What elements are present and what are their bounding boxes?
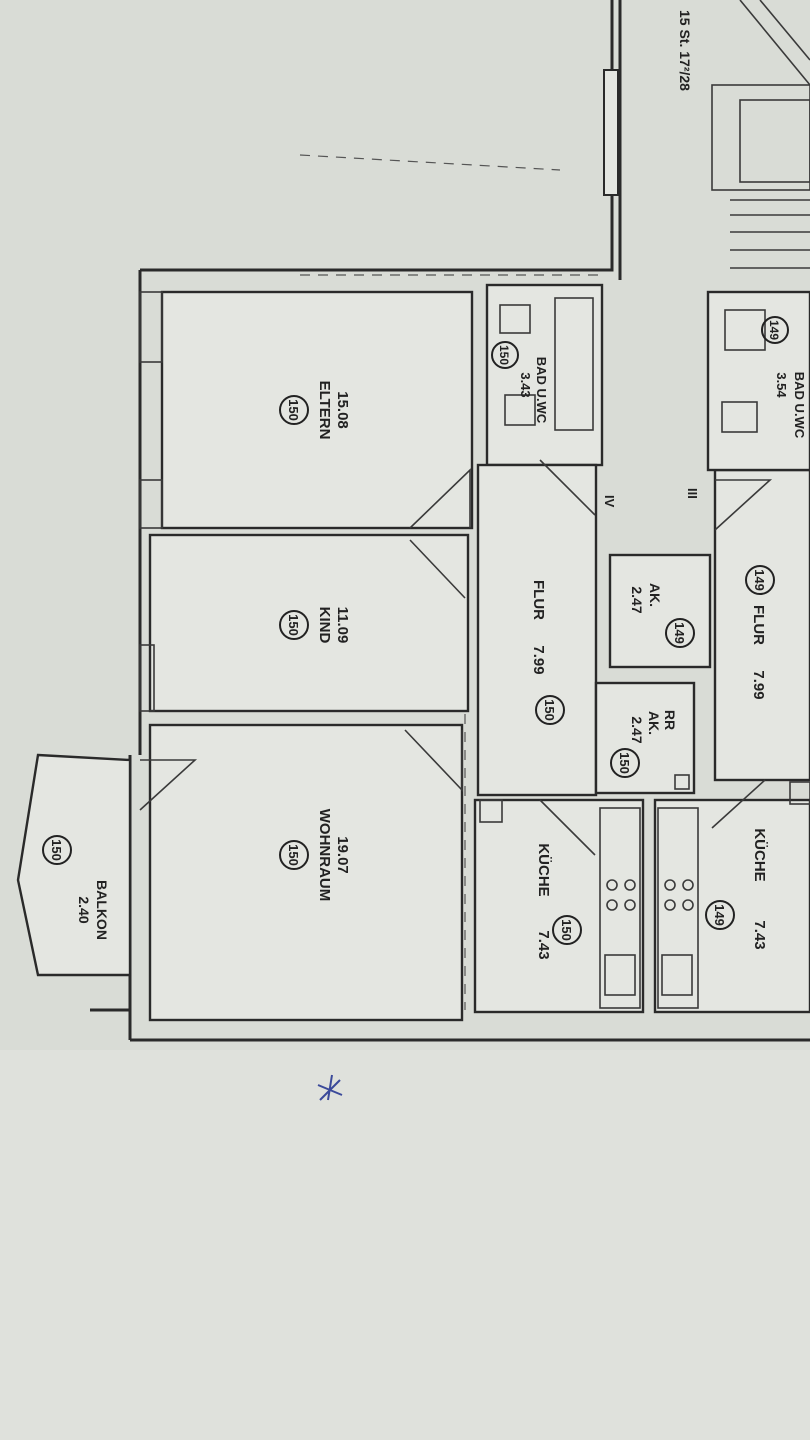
- room-area: 7.43: [751, 920, 768, 949]
- room-area: 7.43: [535, 930, 552, 959]
- bathtub: [554, 297, 594, 431]
- room-name: BAD U.WC: [792, 372, 807, 439]
- unit-number: 150: [497, 345, 511, 365]
- kitchen-counter: [657, 807, 699, 1009]
- unit-number: 150: [559, 919, 574, 941]
- label-ak-149: 149 AK. 2.47: [629, 583, 695, 648]
- room-name: WOHNRAUM: [316, 809, 333, 901]
- room-kueche-149: [653, 798, 810, 1014]
- pen-mark: [317, 1074, 343, 1101]
- room-name: ELTERN: [316, 381, 333, 440]
- label-wohnraum: 150 WOHNRAUM 19.07: [279, 809, 351, 901]
- room-name: KÜCHE: [751, 828, 768, 881]
- unit-number: 150: [286, 399, 301, 421]
- construction-line: [299, 154, 561, 171]
- room-wohnraum: [148, 723, 464, 1022]
- room-flur-150: [476, 463, 598, 797]
- room-area: 7.99: [750, 670, 767, 699]
- label-kueche-150: 150 KÜCHE 7.43: [535, 843, 582, 960]
- label-kind: 150 KIND 11.09: [279, 607, 351, 644]
- door-swings: [139, 459, 773, 856]
- unit-number: 150: [49, 839, 64, 861]
- room-name: KÜCHE: [535, 843, 552, 896]
- label-ak-150: 150 RR AK. 2.47: [610, 710, 678, 778]
- rr-label: RR: [662, 710, 678, 730]
- room-area: 3.43: [518, 372, 533, 397]
- room-name: BALKON: [94, 880, 110, 940]
- room-area: 11.09: [334, 607, 351, 644]
- room-area: 15.08: [334, 391, 351, 429]
- label-flur-149: 149 FLUR 7.99: [745, 565, 775, 700]
- label-eltern: 150 ELTERN 15.08: [279, 381, 351, 440]
- unit-number: 149: [672, 622, 687, 644]
- label-kueche-149: 149 KÜCHE 7.43: [705, 828, 768, 950]
- unit-number: 149: [767, 320, 781, 340]
- toilet: [724, 309, 766, 351]
- unit-number: 150: [286, 614, 301, 636]
- room-kind: [148, 533, 470, 713]
- unit-number: 150: [286, 844, 301, 866]
- room-name: AK.: [647, 583, 663, 607]
- room-area: 7.99: [530, 645, 547, 674]
- room-area: 2.47: [629, 716, 645, 743]
- room-name: KIND: [316, 607, 333, 644]
- room-area: 3.54: [774, 372, 789, 398]
- sink: [504, 394, 536, 426]
- label-flur-150: 150 FLUR 7.99: [530, 580, 565, 725]
- wall-marker-iii: III: [685, 488, 700, 499]
- wall-marker-iv: IV: [602, 495, 617, 508]
- unit-number: 150: [542, 699, 557, 721]
- room-balkon: [16, 753, 132, 977]
- room-area: 19.07: [334, 836, 351, 874]
- unit-number: 149: [752, 569, 767, 591]
- unit-number: 150: [617, 752, 632, 774]
- label-bad-149: 149 BAD U.WC 3.54: [761, 316, 807, 439]
- room-name: BAD U.WC: [534, 357, 549, 424]
- staircase: [711, 0, 810, 269]
- room-name: FLUR: [750, 605, 767, 645]
- label-balkon: 150 BALKON 2.40: [42, 835, 110, 940]
- label-bad-150: 150 BAD U.WC 3.43: [491, 341, 549, 424]
- room-area: 2.40: [76, 896, 92, 923]
- room-name: FLUR: [530, 580, 547, 620]
- room-kueche-150: [473, 798, 645, 1014]
- paper-lower: [0, 1050, 810, 1440]
- toilet: [499, 304, 531, 334]
- kitchen-counter: [599, 807, 641, 1009]
- unit-number: 149: [712, 904, 727, 926]
- room-area: 2.47: [629, 586, 645, 613]
- room-eltern: [160, 290, 474, 530]
- room-name: AK.: [646, 711, 662, 735]
- room-bad-150: [485, 283, 604, 467]
- sink: [721, 401, 758, 433]
- room-ak-149: [608, 553, 712, 669]
- stair-note: 15 St. 17²/28: [677, 10, 693, 91]
